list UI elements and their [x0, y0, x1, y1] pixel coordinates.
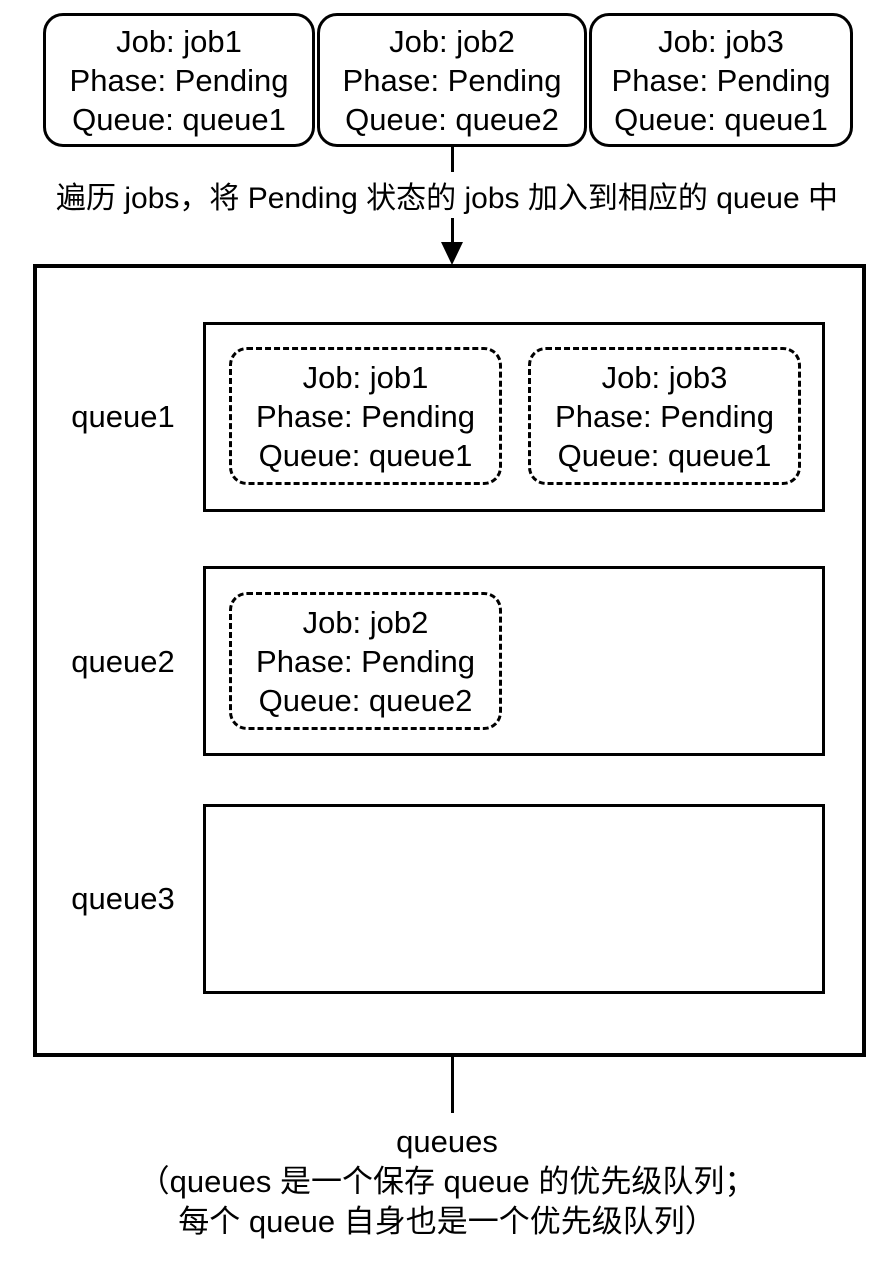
job-card-job3: Job: job3 Phase: Pending Queue: queue1 [589, 13, 853, 147]
queues-caption-note-line1: （queues 是一个保存 queue 的优先级队列； [138, 1164, 756, 1199]
queue1-label: queue1 [71, 399, 175, 434]
queues-caption-note-line2: 每个 queue 自身也是一个优先级队列） [178, 1204, 716, 1239]
queued-job-card-job2: Job: job2 Phase: Pending Queue: queue2 [229, 592, 502, 730]
queued-job-job-line: Job: job3 [601, 359, 728, 395]
job-card-queue-line: Queue: queue1 [72, 101, 286, 137]
queued-job-card-job1: Job: job1 Phase: Pending Queue: queue1 [229, 347, 502, 485]
arrow-down-icon [441, 242, 463, 265]
queued-job-queue-line: Queue: queue2 [258, 682, 473, 718]
job-card-phase-line: Phase: Pending [611, 62, 831, 98]
queue2-label: queue2 [71, 644, 175, 679]
queue3-label: queue3 [71, 881, 175, 916]
queued-job-phase-line: Phase: Pending [555, 398, 774, 434]
job-card-job-line: Job: job2 [389, 23, 515, 59]
queues-caption-title: queues [396, 1124, 498, 1159]
job-card-job-line: Job: job1 [116, 23, 242, 59]
queue3-box [203, 804, 825, 994]
queues-caption-connector-line [451, 1057, 454, 1113]
job-card-phase-line: Phase: Pending [342, 62, 562, 98]
job-card-job2: Job: job2 Phase: Pending Queue: queue2 [317, 13, 587, 147]
queued-job-job-line: Job: job1 [302, 359, 429, 395]
queued-job-job-line: Job: job2 [302, 604, 429, 640]
job-card-job-line: Job: job3 [658, 23, 784, 59]
flow-annotation: 遍历 jobs，将 Pending 状态的 jobs 加入到相应的 queue … [0, 172, 894, 218]
queued-job-phase-line: Phase: Pending [256, 643, 475, 679]
queued-job-queue-line: Queue: queue1 [258, 437, 473, 473]
queues-caption: queues （queues 是一个保存 queue 的优先级队列； 每个 qu… [0, 1122, 894, 1242]
queued-job-queue-line: Queue: queue1 [557, 437, 772, 473]
queued-job-card-job3: Job: job3 Phase: Pending Queue: queue1 [528, 347, 801, 485]
job-card-queue-line: Queue: queue2 [345, 101, 559, 137]
queued-job-phase-line: Phase: Pending [256, 398, 475, 434]
job-card-phase-line: Phase: Pending [69, 62, 289, 98]
job-card-job1: Job: job1 Phase: Pending Queue: queue1 [43, 13, 315, 147]
job-card-queue-line: Queue: queue1 [614, 101, 828, 137]
